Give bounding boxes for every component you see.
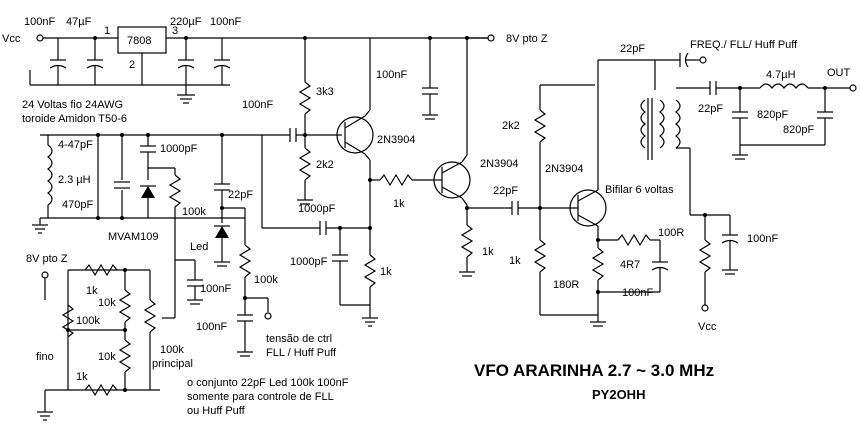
label-coil-note1: 24 Voltas fio 24AWG bbox=[22, 99, 123, 111]
label-r10k-a: 10k bbox=[98, 297, 116, 309]
label-c-in2: 47µF bbox=[66, 16, 92, 28]
label-q3: 2N3904 bbox=[545, 163, 584, 175]
diagram-author: PY2OHH bbox=[592, 387, 645, 402]
label-c22-b: 22pF bbox=[493, 185, 518, 197]
label-c-in1: 100nF bbox=[24, 16, 55, 28]
label-vcc-out: Vcc bbox=[698, 321, 717, 333]
label-r100k-b: 100k bbox=[254, 274, 278, 286]
label-bifilar: Bifilar 6 voltas bbox=[605, 184, 674, 196]
output-stage bbox=[598, 52, 857, 312]
diagram-title: VFO ARARINHA 2.7 ~ 3.0 MHz bbox=[474, 361, 714, 380]
q1-stage bbox=[261, 38, 438, 327]
label-pin3: 3 bbox=[172, 25, 178, 37]
label-fino: fino bbox=[36, 351, 54, 363]
label-c100n-f: 100nF bbox=[747, 233, 778, 245]
label-r2k2-b: 2k2 bbox=[502, 120, 520, 132]
label-pin1: 1 bbox=[104, 25, 110, 37]
label-out: OUT bbox=[827, 67, 851, 79]
label-q1: 2N3904 bbox=[377, 134, 416, 146]
lc-tank bbox=[32, 133, 290, 357]
label-q2: 2N3904 bbox=[480, 158, 519, 170]
label-r180: 180R bbox=[553, 279, 579, 291]
label-r1k-b: 1k bbox=[393, 198, 405, 210]
label-c100n-c: 100nF bbox=[242, 99, 273, 111]
label-coil-note2: toroide Amidon T50-6 bbox=[22, 113, 127, 125]
label-c-out2: 100nF bbox=[210, 16, 241, 28]
label-ctrl1: tensão de ctrl bbox=[266, 333, 332, 345]
label-c22-d: 22pF bbox=[698, 103, 723, 115]
label-rail2: 8V pto Z bbox=[26, 253, 68, 265]
label-c100n-a: 100nF bbox=[200, 283, 231, 295]
label-r1k-e: 1k bbox=[86, 285, 98, 297]
label-r3k3: 3k3 bbox=[316, 86, 334, 98]
label-r1k-c: 1k bbox=[482, 246, 494, 258]
label-c820a: 820pF bbox=[757, 109, 788, 121]
label-c820b: 820pF bbox=[783, 124, 814, 136]
label-rail: 8V pto Z bbox=[506, 33, 548, 45]
label-c100n-d: 100nF bbox=[376, 69, 407, 81]
label-r1k-f: 1k bbox=[76, 371, 88, 383]
label-r100k-a: 100k bbox=[182, 206, 206, 218]
label-vcc-in: Vcc bbox=[2, 33, 21, 45]
label-freq: FREQ./ FLL/ Huff Puff bbox=[690, 39, 798, 51]
label-c100n-e: 100nF bbox=[622, 287, 653, 299]
label-c-out1: 220µF bbox=[170, 16, 202, 28]
label-c1000c: 1000pF bbox=[290, 256, 328, 268]
label-r1k-a: 1k bbox=[380, 266, 392, 278]
label-r1k-d: 1k bbox=[509, 255, 521, 267]
label-varicap: MVAM109 bbox=[108, 231, 159, 243]
q3-stage bbox=[467, 37, 669, 327]
label-r100: 100R bbox=[658, 227, 684, 239]
label-note1: o conjunto 22pF Led 100k 100nF bbox=[187, 377, 349, 389]
label-ind: 2.3 µH bbox=[58, 174, 91, 186]
label-r2k2-a: 2k2 bbox=[316, 159, 334, 171]
label-c22-a: 22pF bbox=[228, 189, 253, 201]
label-led: Led bbox=[190, 241, 208, 253]
label-r4r7: 4R7 bbox=[620, 259, 640, 271]
label-c100n-b: 100nF bbox=[196, 321, 227, 333]
label-note3: ou Huff Puff bbox=[187, 405, 246, 417]
label-r100k-c: 100k bbox=[76, 315, 100, 327]
tuning-network bbox=[37, 259, 203, 421]
label-pin2: 2 bbox=[129, 59, 135, 71]
label-ctrl2: FLL / Huff Puff bbox=[266, 347, 337, 359]
label-c1000a: 1000pF bbox=[160, 143, 198, 155]
label-c470: 470pF bbox=[62, 199, 93, 211]
power-supply bbox=[29, 26, 495, 104]
label-trim: 4-47pF bbox=[58, 139, 93, 151]
label-c22-c: 22pF bbox=[620, 43, 645, 55]
label-c1000b: 1000pF bbox=[298, 203, 336, 215]
label-r100k-d: 100k bbox=[160, 344, 184, 356]
label-reg: 7808 bbox=[127, 35, 151, 47]
label-l47: 4.7µH bbox=[766, 69, 796, 81]
label-note2: somente para controle de FLL bbox=[187, 391, 334, 403]
label-r10k-b: 10k bbox=[98, 351, 116, 363]
q2-stage bbox=[432, 36, 578, 277]
label-principal: principal bbox=[152, 358, 193, 370]
